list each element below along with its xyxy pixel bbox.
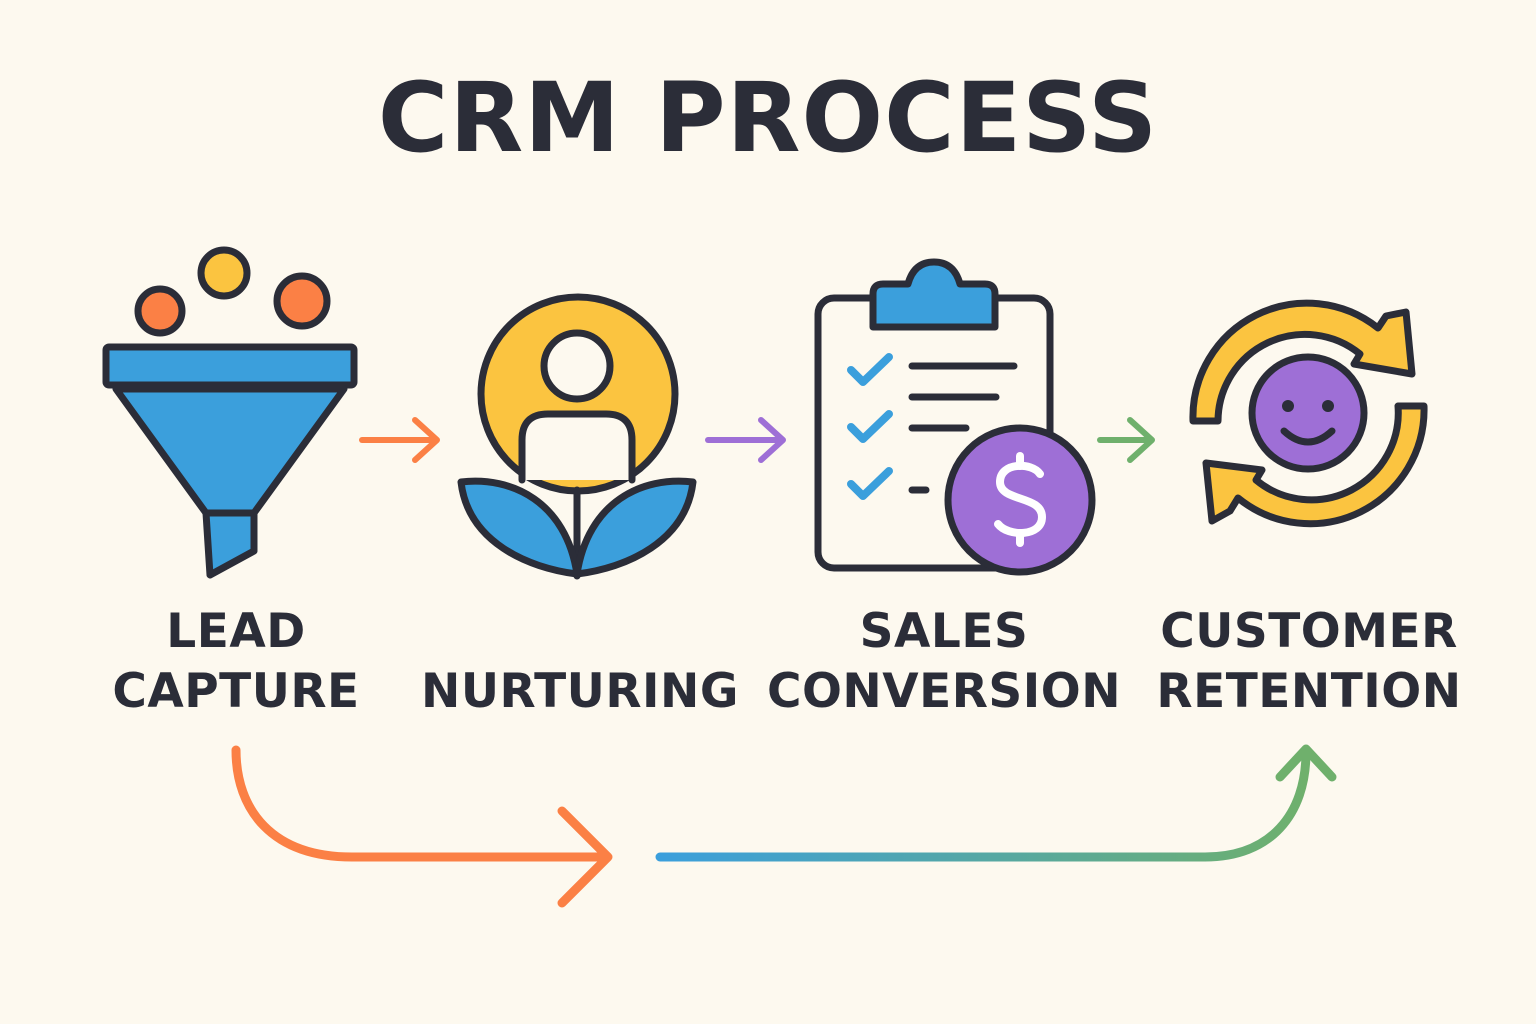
flow-arrow-gradient (655, 744, 1337, 862)
clipboard-dollar-icon (814, 258, 1096, 576)
step-label-sales-conversion: SALES CONVERSION (766, 602, 1122, 722)
step-label-lead-capture: LEAD CAPTURE (100, 602, 372, 722)
page-title: CRM PROCESS (377, 62, 1159, 174)
step-label-line: CUSTOMER (1160, 604, 1458, 659)
step-label-line: CONVERSION (766, 664, 1122, 719)
step-label-line: SALES (859, 604, 1029, 659)
funnel-icon (102, 246, 358, 579)
step-label-line: NURTURING (421, 664, 739, 719)
step-label-nurturing: NURTURING (420, 602, 740, 722)
person-growth-icon (457, 293, 697, 580)
step-label-line: CAPTURE (112, 664, 360, 719)
step-label-line (420, 602, 740, 662)
flow-arrow-orange (231, 745, 613, 908)
step-label-line: LEAD (166, 604, 306, 659)
arrow-right-icon (359, 417, 440, 463)
step-label-line: RETENTION (1156, 664, 1462, 719)
arrow-right-icon (705, 417, 786, 463)
step-label-customer-retention: CUSTOMER RETENTION (1150, 602, 1468, 722)
arrow-right-icon (1097, 417, 1155, 463)
refresh-smiley-icon (1189, 299, 1428, 528)
